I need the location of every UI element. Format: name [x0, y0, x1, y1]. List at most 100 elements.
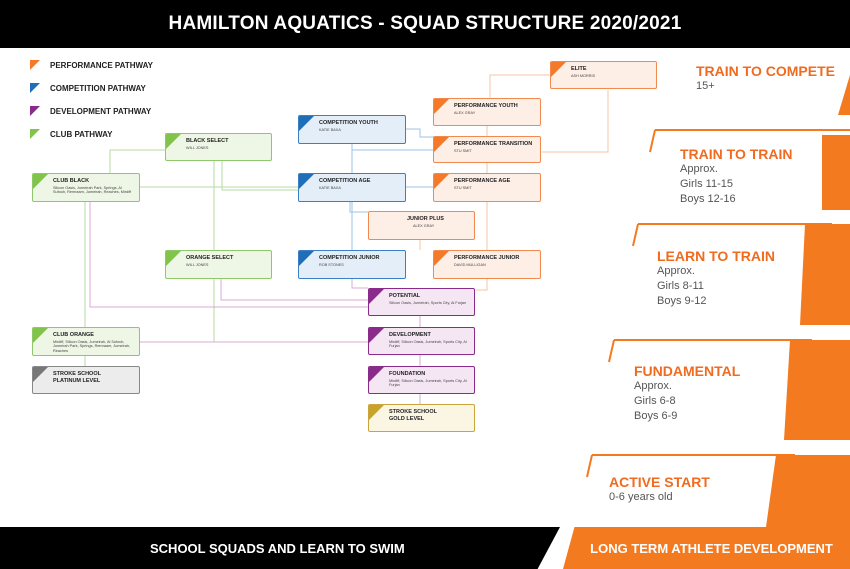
- stage-title: ACTIVE START: [609, 474, 710, 490]
- connector-black-select-comp-age: [221, 161, 298, 191]
- squad-competition-junior: COMPETITION JUNIOR ROB STONES: [298, 250, 406, 279]
- squad-coach: KATIE BAXA: [319, 127, 341, 132]
- stage-line: Approx.: [634, 380, 672, 392]
- squad-title: ORANGE SELECT: [186, 255, 234, 261]
- stage-line: 0-6 years old: [609, 491, 673, 503]
- flag-icon: [166, 251, 181, 266]
- squad-coach: STU SMIT: [454, 148, 472, 153]
- stage-title: TRAIN TO COMPETE: [696, 63, 835, 79]
- squad-title: COMPETITION JUNIOR: [319, 255, 380, 261]
- connector-club-black-black-select: [109, 149, 165, 173]
- stage-line: Girls 11-15: [680, 178, 733, 190]
- flag-icon: [33, 328, 48, 343]
- squad-club-black: CLUB BLACK Silicon Oasis, Jumeirah Park,…: [32, 173, 140, 202]
- squad-title: FOUNDATION: [389, 371, 426, 377]
- squad-title: ELITE: [571, 66, 587, 72]
- squad-performance-youth: PERFORMANCE YOUTH ALEX GRAY: [433, 98, 541, 126]
- connector-club-black-potential: [89, 202, 368, 308]
- flag-icon: [299, 251, 314, 266]
- footer-ltad: LONG TERM ATHLETE DEVELOPMENT: [563, 527, 850, 569]
- stage-title: FUNDAMENTAL: [634, 363, 741, 379]
- connector-orange-select-potential: [220, 279, 368, 301]
- squad-title: DEVELOPMENT: [389, 332, 431, 338]
- stage-title: TRAIN TO TRAIN: [680, 146, 793, 162]
- squad-coach: WILL JONES: [186, 262, 209, 267]
- squad-title: PERFORMANCE TRANSITION: [454, 141, 533, 147]
- legend-development: DEVELOPMENT PATHWAY: [30, 106, 151, 116]
- squad-foundation: FOUNDATION Mirdiff, Silicon Oasis, Jumei…: [368, 366, 475, 394]
- squad-locations: Mirdiff, Silicon Oasis, Jumeirah, Al Suf…: [53, 339, 131, 354]
- connector-orange-select-club-orange: [140, 279, 215, 343]
- squad-coach: ALEX GRAY: [413, 223, 435, 228]
- squad-elite: ELITE ASH MORRIS: [550, 61, 657, 89]
- squad-title: POTENTIAL: [389, 293, 421, 299]
- connector-transition-elite: [542, 90, 609, 153]
- stage-line: Boys 6-9: [634, 410, 678, 422]
- flag-icon: [551, 62, 566, 77]
- squad-performance-age: PERFORMANCE AGE STU SMIT: [433, 173, 541, 202]
- legend-competition: COMPETITION PATHWAY: [30, 83, 146, 93]
- squad-potential: POTENTIAL Silicon Oasis, Jumeirah, Sport…: [368, 288, 475, 316]
- squad-title: PERFORMANCE JUNIOR: [454, 255, 520, 261]
- squad-black-select: BLACK SELECT WILL JONES: [165, 133, 272, 161]
- flag-icon: [166, 134, 181, 149]
- legend-label: DEVELOPMENT PATHWAY: [50, 106, 152, 116]
- footer-school-squads: SCHOOL SQUADS AND LEARN TO SWIM: [0, 527, 560, 569]
- squad-stroke-gold: STROKE SCHOOL GOLD LEVEL: [368, 404, 475, 432]
- squad-title: PERFORMANCE YOUTH: [454, 103, 518, 109]
- flag-icon: [434, 174, 449, 189]
- squad-coach: WILL JONES: [186, 145, 209, 150]
- legend-performance: PERFORMANCE PATHWAY: [30, 60, 153, 70]
- squad-title: PERFORMANCE AGE: [454, 178, 511, 184]
- flag-icon: [369, 328, 384, 343]
- squad-development: DEVELOPMENT Mirdiff, Silicon Oasis, Jume…: [368, 327, 475, 355]
- squad-junior-plus: JUNIOR PLUS ALEX GRAY: [368, 211, 475, 240]
- squad-locations: Silicon Oasis, Jumeirah, Sports City, Al…: [389, 300, 467, 305]
- squad-title: STROKE SCHOOL PLATINUM LEVEL: [53, 371, 101, 384]
- flag-icon: [369, 405, 384, 420]
- squad-coach: ALEX GRAY: [454, 110, 476, 115]
- stage-line: Girls 6-8: [634, 395, 676, 407]
- squad-title: COMPETITION YOUTH: [319, 120, 378, 126]
- stage-learn-to-train: LEARN TO TRAIN Approx. Girls 8-11 Boys 9…: [657, 248, 775, 309]
- stage-fundamental: FUNDAMENTAL Approx. Girls 6-8 Boys 6-9: [634, 363, 740, 424]
- stage-line: Boys 12-16: [680, 193, 736, 205]
- flag-icon: [33, 367, 48, 382]
- stage-line: Boys 9-12: [657, 295, 707, 307]
- legend-label: PERFORMANCE PATHWAY: [50, 60, 153, 70]
- flag-icon: [299, 174, 314, 189]
- flag-icon: [299, 116, 314, 131]
- connector-comp-junior-potential: [351, 279, 368, 289]
- stage-line: Girls 8-11: [657, 280, 704, 292]
- flag-icon: [434, 99, 449, 114]
- squad-orange-select: ORANGE SELECT WILL JONES: [165, 250, 272, 279]
- squad-coach: ROB STONES: [319, 262, 344, 267]
- legend-flag-icon: [30, 129, 40, 139]
- stage-active-start: ACTIVE START 0-6 years old: [609, 474, 710, 505]
- flag-icon: [33, 174, 48, 189]
- stage-line: Approx.: [657, 265, 695, 277]
- stage-line: 15+: [696, 80, 715, 92]
- squad-coach: KATIE BAXA: [319, 185, 341, 190]
- stage-line: Approx.: [680, 163, 718, 175]
- squad-competition-age: COMPETITION AGE KATIE BAXA: [298, 173, 406, 202]
- legend-flag-icon: [30, 60, 40, 70]
- flag-icon: [434, 137, 449, 152]
- squad-locations: Silicon Oasis, Jumeirah Park, Springs, A…: [53, 185, 132, 195]
- stage-arrows: [586, 75, 850, 527]
- squad-club-orange: CLUB ORANGE Mirdiff, Silicon Oasis, Jume…: [32, 327, 140, 356]
- legend-flag-icon: [30, 106, 40, 116]
- squad-title: CLUB BLACK: [53, 178, 90, 184]
- squad-title: STROKE SCHOOL GOLD LEVEL: [389, 409, 437, 422]
- squad-locations: Mirdiff, Silicon Oasis, Jumeirah, Sports…: [389, 378, 467, 388]
- squad-locations: Mirdiff, Silicon Oasis, Jumeirah, Sports…: [389, 339, 467, 349]
- connector-comp-youth-transition: [406, 128, 434, 138]
- squad-coach: STU SMIT: [454, 185, 472, 190]
- stage-title: LEARN TO TRAIN: [657, 248, 775, 264]
- stage-train-to-train: TRAIN TO TRAIN Approx. Girls 11-15 Boys …: [680, 146, 793, 207]
- squad-stroke-platinum: STROKE SCHOOL PLATINUM LEVEL: [32, 366, 140, 394]
- squad-title: JUNIOR PLUS: [407, 216, 444, 222]
- legend-flag-icon: [30, 83, 40, 93]
- squad-competition-youth: COMPETITION YOUTH KATIE BAXA: [298, 115, 406, 144]
